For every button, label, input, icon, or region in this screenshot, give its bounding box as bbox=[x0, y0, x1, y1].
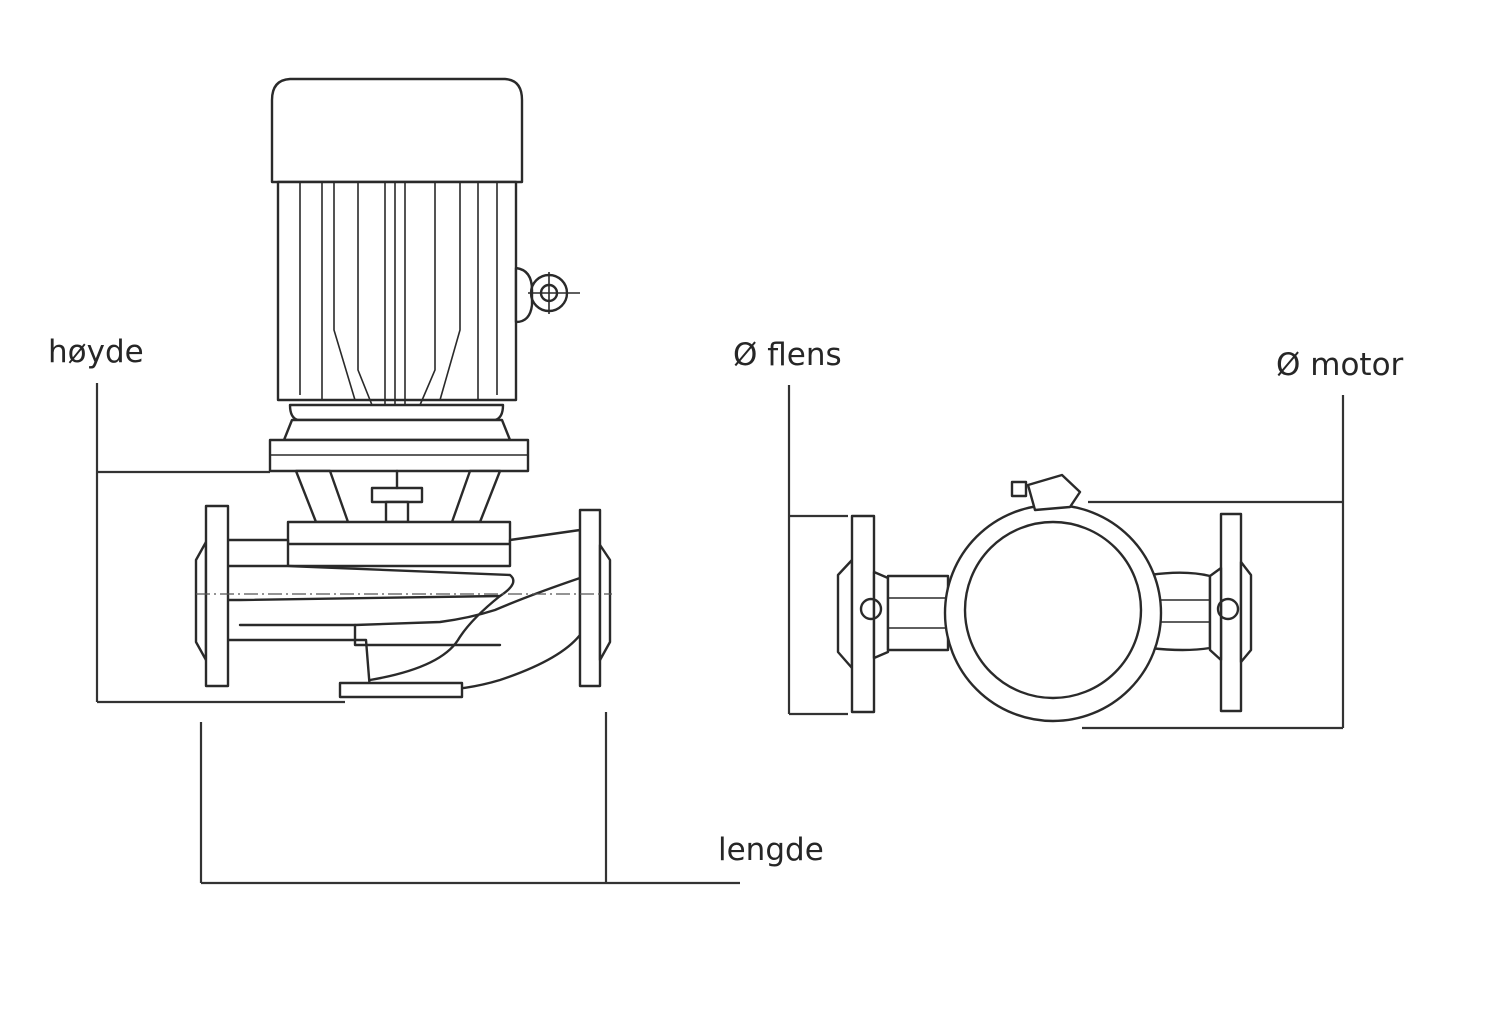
motor-diameter-label: Ø motor bbox=[1276, 347, 1404, 383]
flange-diameter-label: Ø flens bbox=[733, 337, 842, 373]
length-dimension bbox=[199, 712, 740, 885]
pump-top-view bbox=[836, 473, 1253, 723]
motor-fan-cover bbox=[270, 77, 524, 184]
height-label: høyde bbox=[48, 334, 144, 370]
motor-flange bbox=[268, 438, 530, 473]
pump-side-view bbox=[194, 77, 612, 699]
height-dimension bbox=[95, 383, 345, 704]
terminal-box bbox=[514, 266, 580, 324]
motor-diameter-dimension bbox=[1082, 395, 1345, 730]
motor-body bbox=[276, 180, 518, 442]
pump-housing bbox=[194, 504, 612, 699]
flange-diameter-dimension bbox=[787, 385, 848, 716]
pump-lantern bbox=[294, 469, 502, 524]
length-label: lengde bbox=[718, 832, 824, 868]
